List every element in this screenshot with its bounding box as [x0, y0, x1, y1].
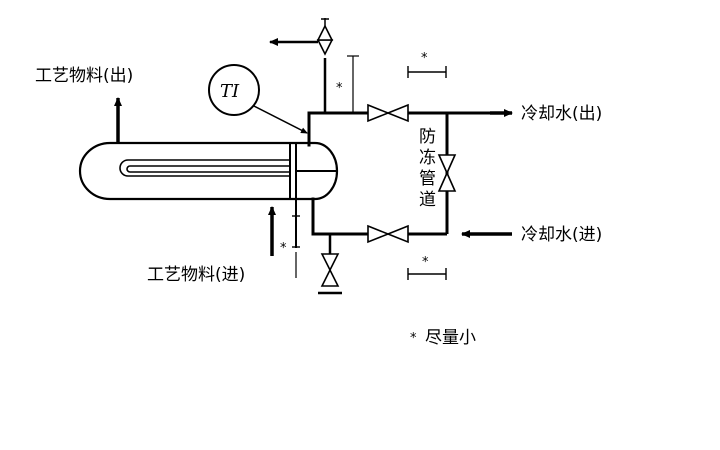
- vent-dimension: [347, 55, 359, 112]
- legend-star: *: [410, 331, 417, 346]
- cooling-water-outlet-line: [307, 109, 513, 147]
- cooling-out-label: 冷却水(出): [521, 104, 602, 124]
- antifreeze-pipe-label: 防冻管道: [415, 127, 436, 211]
- cooling-water-inlet-line: [311, 197, 512, 238]
- bottom-dimension-star: *: [422, 255, 429, 270]
- vent-dimension-star: *: [336, 81, 343, 96]
- temperature-indicator: [208, 64, 308, 134]
- process-in-label: 工艺物料(进): [147, 265, 245, 285]
- vent-line: [269, 18, 334, 113]
- drain-line: [318, 234, 342, 295]
- heat-exchanger: [78, 141, 339, 201]
- ti-tag: TI: [220, 81, 240, 102]
- bottom-dimension: [407, 268, 447, 280]
- process-out-label: 工艺物料(出): [35, 66, 133, 86]
- outlet-gate-valve: [367, 103, 409, 123]
- legend: * 尽量小: [410, 328, 476, 348]
- small-drain-star: *: [280, 241, 287, 256]
- legend-note: 尽量小: [425, 328, 476, 348]
- top-dimension: [407, 66, 447, 78]
- top-dimension-star: *: [421, 51, 428, 66]
- small-drain: [292, 199, 300, 278]
- inlet-gate-valve: [367, 224, 409, 244]
- cooling-in-label: 冷却水(进): [521, 225, 602, 245]
- antifreeze-bypass-line: [437, 113, 457, 234]
